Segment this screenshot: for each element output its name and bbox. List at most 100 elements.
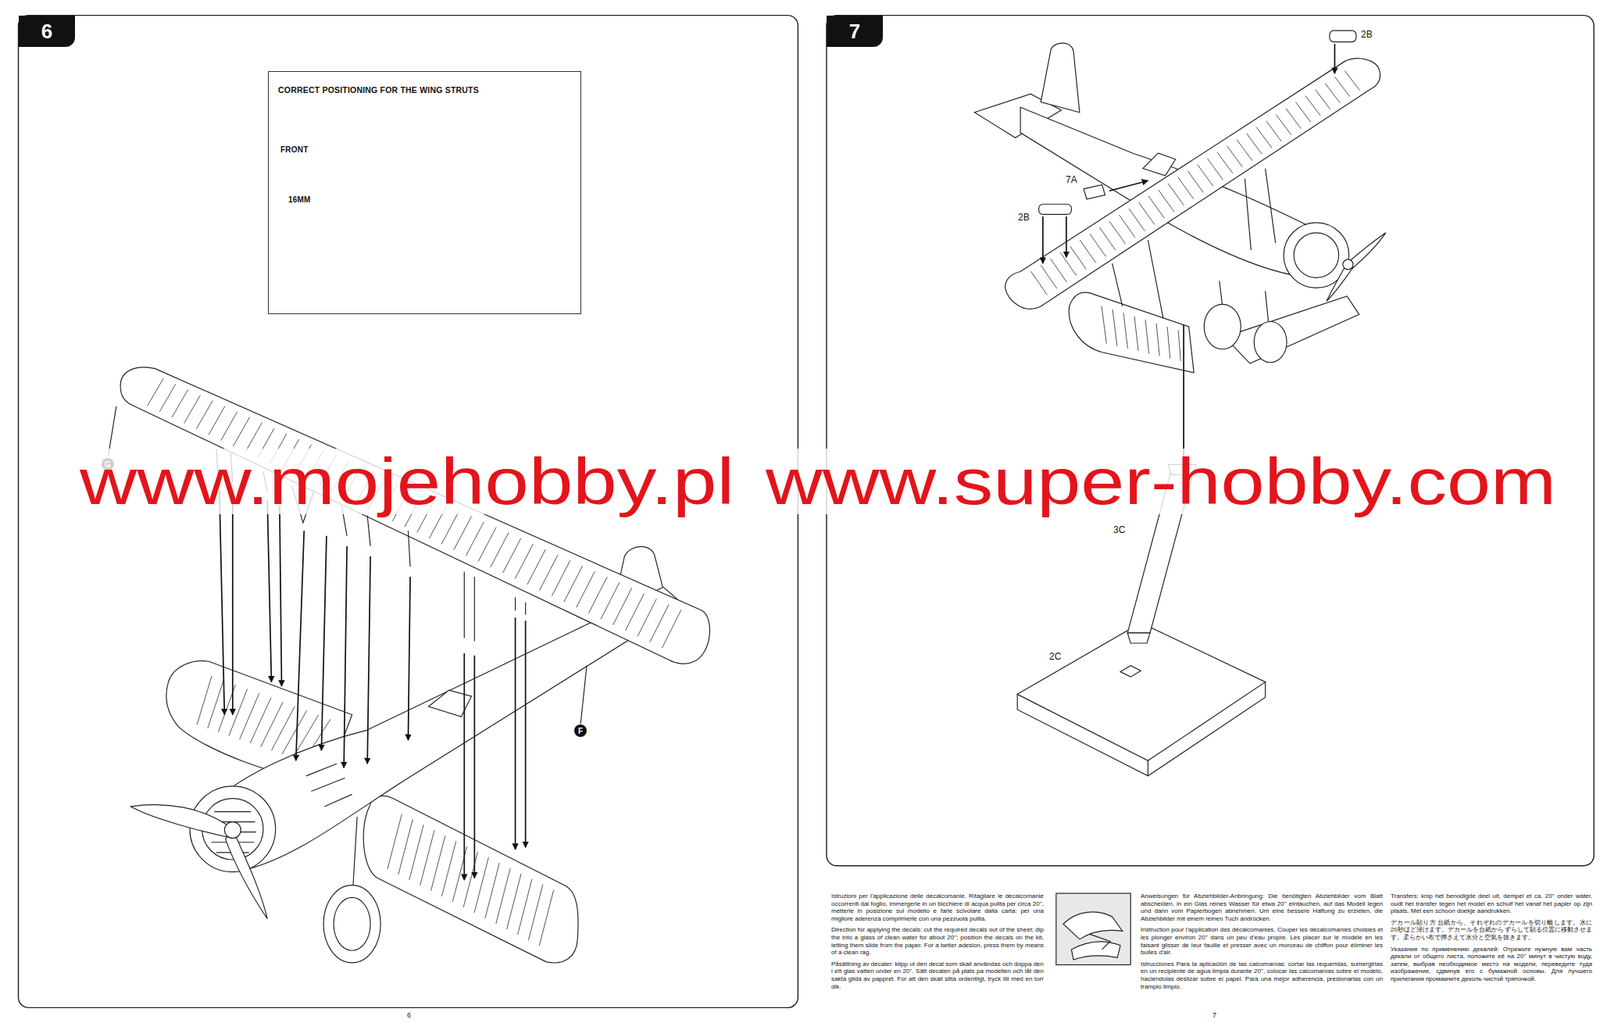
biplane-drawing — [120, 367, 710, 664]
biplane-drawing — [1142, 153, 1176, 176]
wing-rib — [441, 510, 460, 545]
biplane-drawing — [1031, 70, 1361, 295]
wing-rib — [551, 560, 571, 597]
wing-rib — [1227, 146, 1243, 168]
biplane-drawing — [428, 689, 472, 717]
detail-inset: CORRECT POSITIONING FOR THE WING STRUTS F… — [267, 71, 582, 315]
wing-rib — [1123, 312, 1128, 349]
wing-rib — [260, 701, 283, 747]
wing-rib — [159, 383, 176, 411]
instruction-text: Instruction pour l'application des décal… — [1140, 925, 1383, 956]
assembly-arrow — [232, 495, 234, 715]
biplane-drawing — [1039, 203, 1072, 215]
display-stand — [1017, 622, 1265, 761]
assembly-arrow — [514, 617, 517, 850]
instruction-text: Istrucciones Para la aplicación de las c… — [1140, 960, 1383, 990]
wing-rib — [1178, 329, 1181, 361]
wing-rib — [271, 706, 295, 751]
wing-rib — [147, 378, 164, 406]
decal-instructions: Anweisungen für Abziehbilder-Anbringung:… — [1140, 892, 1383, 994]
decal-icon — [1089, 933, 1111, 950]
wing-rib — [662, 609, 682, 648]
wing-rib — [1285, 108, 1301, 129]
wing-rib — [1128, 208, 1145, 232]
wing-rib — [1305, 96, 1321, 117]
wing-rib — [503, 538, 522, 573]
wing-rib — [1256, 127, 1272, 148]
wing-rib — [613, 587, 633, 625]
wing-rib — [1060, 252, 1077, 276]
wing-rib — [1101, 305, 1107, 343]
wing-rib — [1148, 196, 1165, 218]
biplane-drawing — [974, 30, 1386, 373]
part-number: 2B — [1360, 29, 1373, 41]
biplane-drawing — [1224, 296, 1359, 364]
wing-rib — [588, 576, 608, 614]
wing-rib — [1335, 76, 1350, 97]
node-label: F — [578, 726, 583, 736]
page-frame — [18, 15, 1595, 1008]
wing-rib — [1099, 227, 1116, 250]
wing-rib — [1031, 271, 1048, 295]
instruction-text: Direction for applying the decals: cut t… — [831, 925, 1044, 956]
wing-rib — [514, 543, 533, 579]
wing-rib — [517, 878, 533, 935]
wing-rib — [1246, 133, 1263, 155]
wing-rib — [282, 710, 307, 754]
wing-rib — [1145, 319, 1150, 354]
biplane-drawing — [1293, 232, 1339, 278]
biplane-drawing — [1040, 42, 1080, 113]
callout-letter: F — [574, 724, 587, 737]
assembly-arrow — [279, 505, 283, 686]
wing-rib — [465, 521, 484, 556]
wing-rib — [1109, 221, 1125, 244]
assembly-arrow — [473, 655, 475, 879]
wing-rib — [539, 889, 554, 946]
wing-rib — [1070, 246, 1087, 270]
wing-rib — [485, 862, 500, 918]
biplane-drawing — [1112, 168, 1276, 319]
biplane-drawing — [130, 804, 233, 839]
display-stand — [1147, 760, 1149, 776]
wing-rib — [398, 818, 413, 874]
assembly-arrow — [219, 489, 225, 715]
wing-rib — [208, 406, 225, 436]
wing-rib — [221, 411, 238, 441]
wing-rib — [564, 565, 583, 602]
wing-rib — [196, 400, 213, 429]
dimension-label: FRONT — [280, 145, 308, 154]
wing-rib — [527, 549, 546, 585]
biplane-drawing — [1005, 58, 1381, 309]
decal-instructions: Transfers: knip het benodigde deel uit, … — [1390, 892, 1593, 987]
wing-rib — [1344, 70, 1360, 90]
biplane-drawing — [1101, 305, 1181, 361]
biplane-drawing — [323, 885, 381, 963]
wing-rib — [1156, 323, 1160, 357]
wing-rib — [600, 582, 620, 619]
decal-icon — [1056, 892, 1131, 965]
assembly-arrow — [267, 500, 272, 683]
watermark: www.mojehobby.pl — [79, 448, 735, 515]
instruction-text: Transfers: knip het benodigde deel uit, … — [1390, 892, 1593, 915]
instruction-text: Anweisungen für Abziehbilder-Anbringung:… — [1140, 892, 1383, 922]
assembly-arrow — [407, 576, 411, 740]
wing-rib — [637, 598, 657, 636]
biplane-drawing — [225, 828, 268, 919]
inset-title: CORRECT POSITIONING FOR THE WING STRUTS — [278, 85, 479, 95]
wing-rib — [250, 697, 272, 743]
wing-rib — [441, 840, 456, 897]
assembly-arrow — [1065, 216, 1068, 258]
wing-rib — [1167, 326, 1171, 359]
wing-rib — [1134, 316, 1139, 352]
node-label: 7 — [849, 19, 861, 44]
wing-rib — [420, 829, 435, 886]
biplane-drawing — [1342, 259, 1354, 270]
wing-rib — [1079, 239, 1097, 264]
wing-rib — [478, 527, 497, 562]
part-number: 7A — [1065, 175, 1078, 186]
wing-rib — [490, 532, 509, 568]
part-number: 3C — [1113, 525, 1125, 536]
instruction-text: Указания по применению декалей: Отрежьте… — [1390, 945, 1593, 983]
wing-rib — [1139, 202, 1155, 225]
biplane-drawing — [1203, 303, 1241, 349]
